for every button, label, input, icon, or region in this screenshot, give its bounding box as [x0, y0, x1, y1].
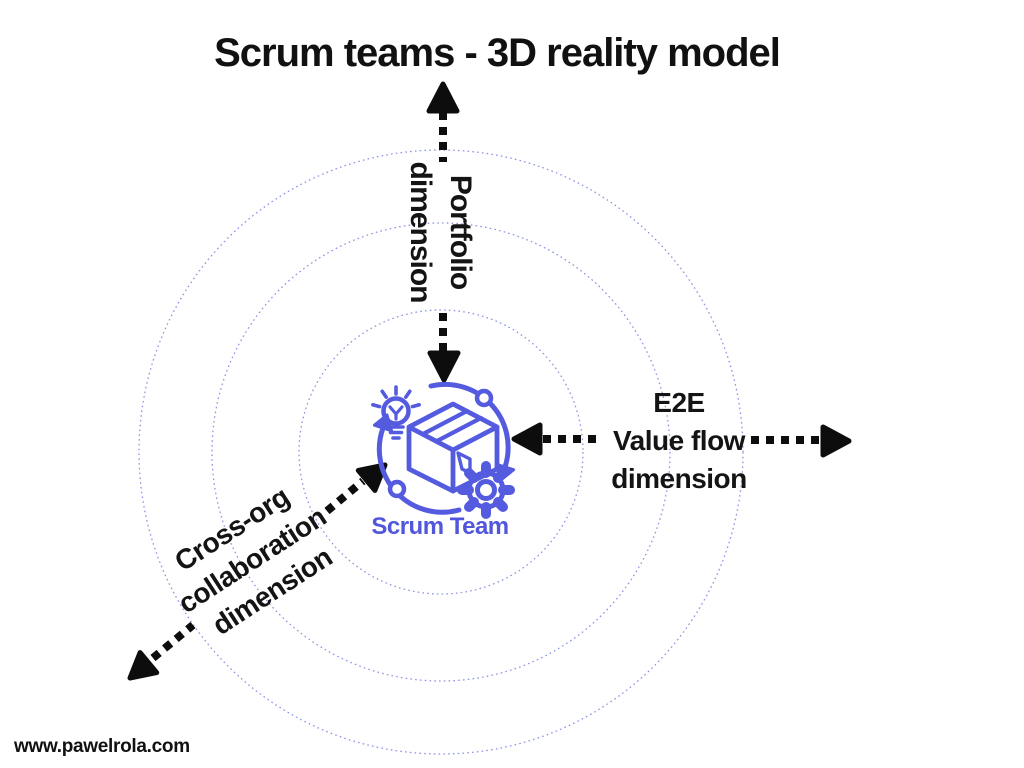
arrowhead-right-icon [820, 424, 852, 458]
outer-ring [138, 149, 744, 755]
diagram-title: Scrum teams - 3D reality model [214, 31, 781, 75]
concentric-rings [138, 149, 744, 755]
scrum-team-label: Scrum Team [371, 513, 509, 540]
lightbulb-icon [371, 385, 421, 440]
portfolio-dimension-label: Portfolio dimension [400, 161, 480, 302]
scrum-team-icon [371, 381, 516, 519]
e2e-dimension-label: E2E Value flow dimension [611, 384, 747, 498]
arrowhead-upright-icon [355, 462, 388, 493]
arrowhead-downleft-icon [127, 650, 160, 681]
e2e-dimension-line3: dimension [611, 463, 747, 494]
package-box-icon [406, 401, 500, 494]
inner-ring [298, 309, 584, 595]
e2e-dimension-line2: Value flow [613, 425, 745, 456]
gear-icon [457, 461, 515, 519]
portfolio-dimension-line1: Portfolio [444, 174, 477, 290]
arrowhead-left-icon [511, 422, 543, 456]
website-url: www.pawelrola.com [14, 736, 190, 757]
e2e-axis-arrow [511, 422, 852, 458]
cycle-node-bottom [387, 479, 407, 499]
cycle-node-top [474, 388, 494, 408]
portfolio-dimension-line2: dimension [404, 161, 437, 303]
middle-ring [211, 222, 671, 682]
arrowhead-up-icon [426, 81, 460, 114]
arrowhead-down-icon [427, 350, 461, 383]
portfolio-axis-arrow [426, 81, 461, 383]
e2e-dimension-line1: E2E [653, 387, 705, 418]
cross-org-axis-arrow [127, 462, 388, 681]
